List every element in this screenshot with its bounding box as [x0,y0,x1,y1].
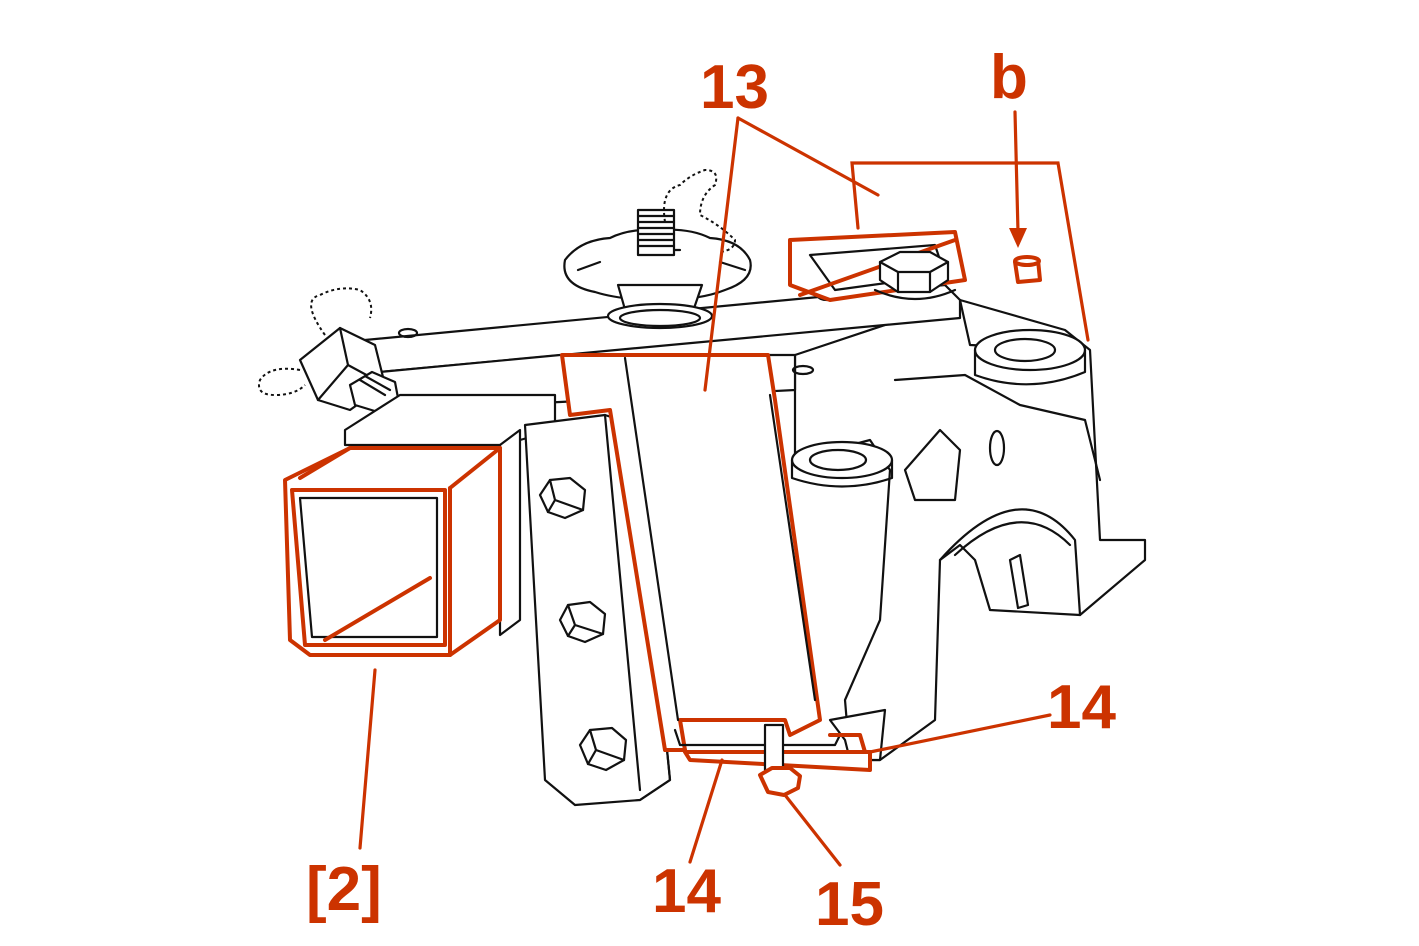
label-14-bottom: 14 [652,857,721,926]
leader-b [1013,110,1020,234]
leader-13-to-upper [736,116,880,197]
arrowhead-b [1009,228,1027,248]
front-plate-outline [560,353,822,752]
casting-hole [988,429,1006,467]
label-14-right: 14 [1047,673,1116,742]
label-15: 15 [815,870,884,939]
leader-14-bottom [688,758,724,864]
housing-casting [790,298,1147,762]
callout-labels: 13 b 14 14 15 [2] [306,43,1116,939]
wing-nut-left [258,287,400,414]
hex-nut-right [873,250,957,301]
leader-15 [783,793,842,867]
bracket-upper [850,161,1090,342]
leader-lines [358,110,1090,867]
leader-13-to-front [703,116,740,392]
detail-b-pin [1013,255,1042,284]
hex-bolt-bottom [578,726,628,772]
leader-2 [358,668,377,850]
label-13: 13 [700,53,769,122]
part-15-bolt [758,723,802,797]
threaded-stud [636,208,676,257]
star-knob [563,168,752,330]
wing-handle-dashed-top [663,168,737,253]
square-tube-receiver [283,393,557,657]
hex-bolt-top [538,476,587,520]
hex-bolt-mid [558,600,607,644]
part-13-front-plate [560,353,842,752]
leader-14-right [868,713,1052,754]
label-b: b [990,43,1028,112]
label-ref-2: [2] [306,855,382,924]
